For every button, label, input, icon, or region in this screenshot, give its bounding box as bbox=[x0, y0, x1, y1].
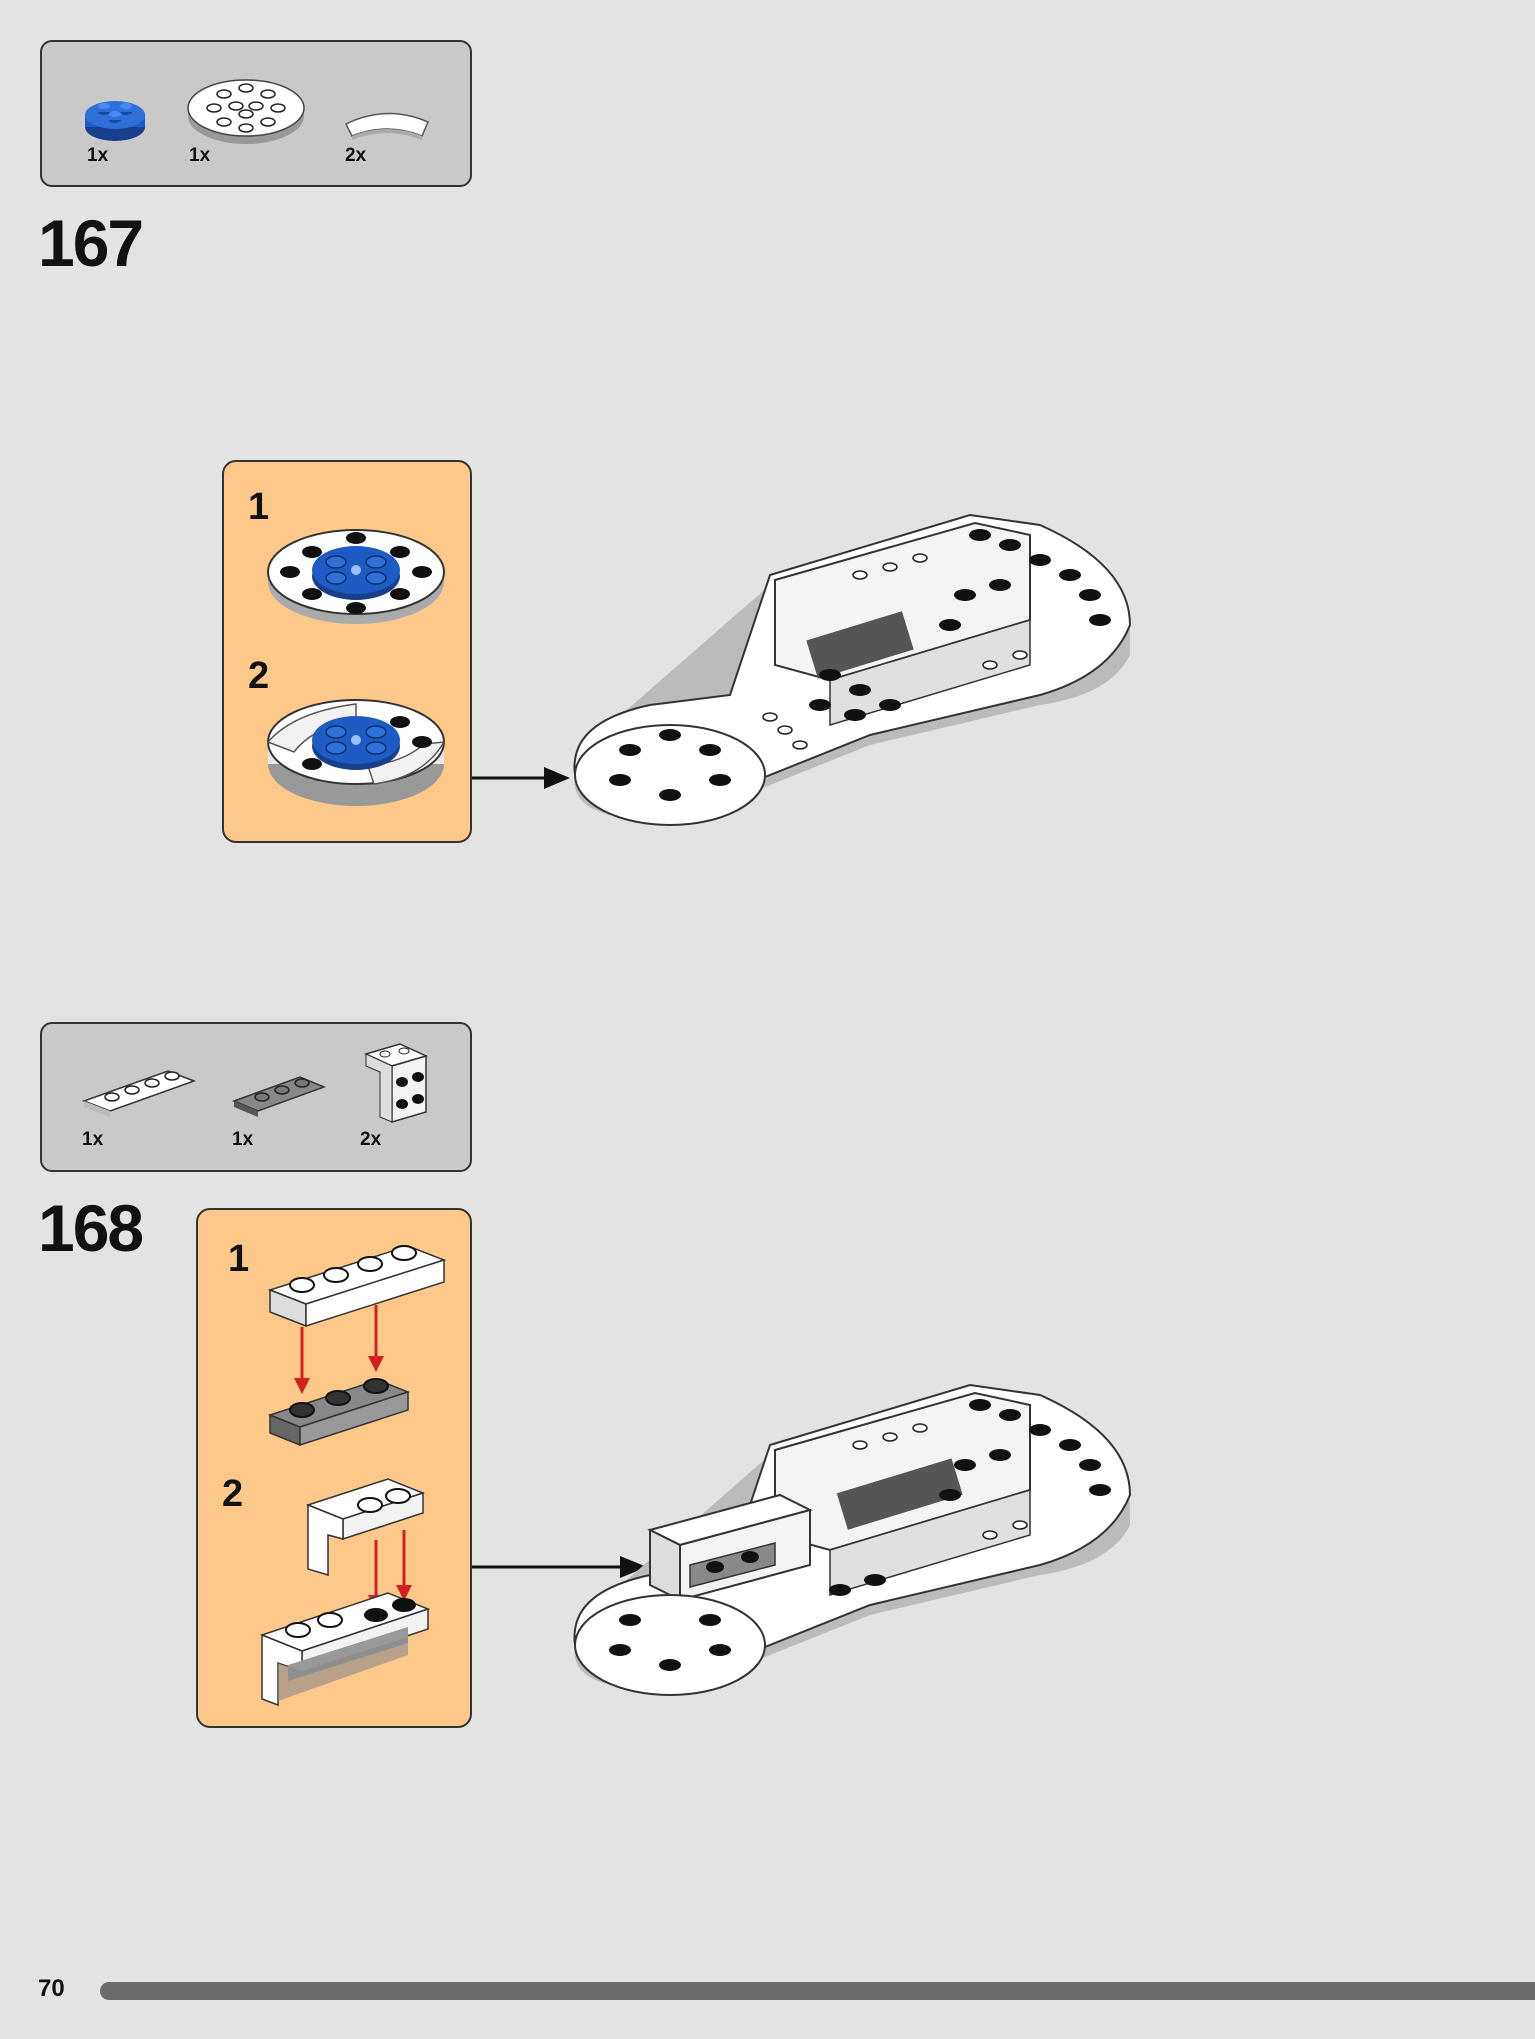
substep-number: 1 bbox=[228, 1238, 250, 1280]
blue-round-plate-2x2-icon bbox=[85, 101, 145, 141]
substep-callout-167: 1 2 bbox=[222, 460, 472, 843]
white-curved-tile-icon bbox=[344, 112, 429, 140]
bracket-assembly-icon bbox=[259, 1478, 431, 1707]
parts-list-167: 1x 1x 2x bbox=[40, 40, 472, 187]
attach-arrow-168 bbox=[472, 1556, 647, 1578]
step-number: 168 bbox=[38, 1191, 144, 1265]
part-qty: 2x bbox=[360, 1129, 382, 1150]
substep-number: 1 bbox=[248, 486, 270, 528]
substep-number: 2 bbox=[248, 655, 270, 697]
part-qty: 1x bbox=[82, 1129, 104, 1150]
page-number: 70 bbox=[38, 1975, 65, 2002]
white-round-plate-4x4-icon bbox=[187, 79, 305, 144]
step-number: 167 bbox=[38, 206, 144, 280]
white-plate-1x4-icon bbox=[81, 1070, 197, 1117]
round-plate-assembly-2-icon bbox=[266, 699, 446, 806]
part-qty: 1x bbox=[87, 145, 109, 166]
part-qty: 2x bbox=[345, 145, 367, 166]
plate-stack-assembly-icon bbox=[268, 1245, 447, 1447]
progress-bar bbox=[100, 1982, 1535, 2000]
attach-arrow-167 bbox=[472, 767, 570, 789]
model-assembly-168 bbox=[573, 1383, 1132, 1696]
white-bracket-icon bbox=[363, 1043, 429, 1124]
gray-plate-1x3-icon bbox=[231, 1076, 327, 1117]
substep-callout-168: 1 2 bbox=[196, 1208, 472, 1728]
model-assembly-167 bbox=[573, 513, 1132, 826]
round-plate-assembly-1-icon bbox=[267, 529, 445, 624]
part-qty: 1x bbox=[232, 1129, 254, 1150]
part-qty: 1x bbox=[189, 145, 211, 166]
substep-number: 2 bbox=[222, 1473, 244, 1515]
parts-list-168: 1x 1x 2x bbox=[40, 1022, 472, 1172]
